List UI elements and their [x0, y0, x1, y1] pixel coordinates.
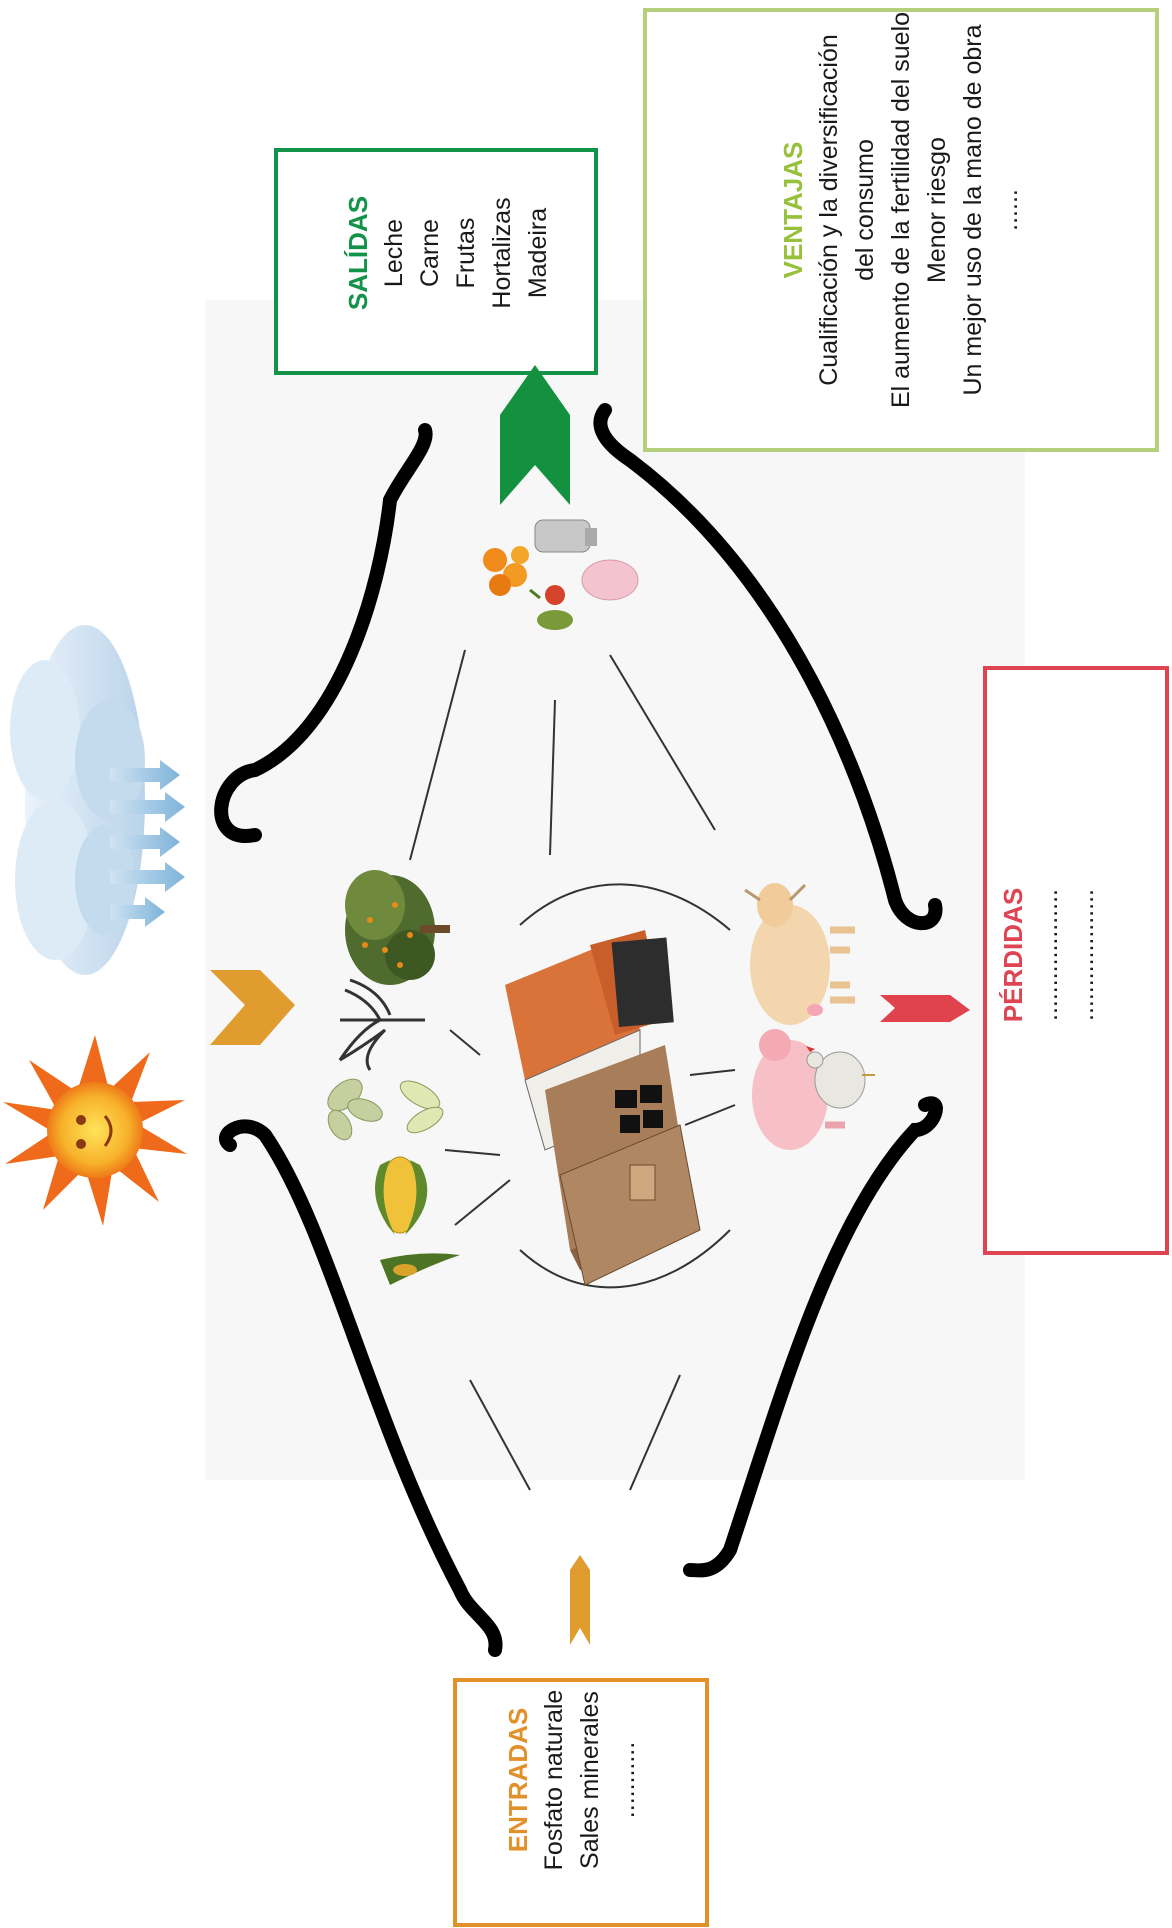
entradas-title: ENTRADAS	[503, 1707, 533, 1853]
entradas-item: ...........	[612, 1741, 640, 1819]
ventajas-item: Un mejor uso de la mano de obra	[959, 24, 987, 396]
background-panel	[205, 300, 1025, 1480]
ventajas-text: VENTAJAS Cualificación y la diversificac…	[775, 0, 1025, 430]
arrow-line-7	[444, 1149, 501, 1156]
arrow-line-1	[409, 649, 466, 861]
arrow-line-2	[549, 699, 556, 856]
oranges-icon	[483, 546, 529, 596]
arrow-line-6	[449, 1029, 481, 1056]
cloud-icon	[10, 625, 185, 975]
arrow-line-9	[689, 1069, 736, 1076]
cycle-curves	[214, 403, 943, 1657]
curve-bottom-left	[219, 1119, 503, 1657]
perdidas-item: ...................	[1071, 889, 1099, 1021]
perdidas-text: PÉRDIDAS ................... ...........…	[995, 855, 1105, 1055]
entradas-box	[453, 1678, 709, 1927]
arc-top	[519, 883, 731, 931]
perdidas-box	[983, 666, 1169, 1255]
entradas-arrow-icon	[210, 970, 295, 1045]
entradas-item: Sales minerales	[576, 1691, 604, 1869]
leaves-icon	[327, 1078, 444, 1141]
orange-tree-icon	[345, 870, 450, 985]
arrow-line-8	[454, 1179, 511, 1226]
milk-can-icon	[534, 519, 597, 553]
vegetables-icon	[529, 585, 573, 630]
salidas-item: Leche	[380, 218, 408, 288]
salidas-arrow-icon	[500, 365, 570, 505]
arrow-line-3	[609, 654, 716, 831]
corn-icon	[375, 1156, 460, 1285]
ventajas-title: VENTAJAS	[778, 141, 808, 279]
curve-bottom-right	[683, 1096, 943, 1578]
ventajas-item: Cualificación y la diversificación del c…	[815, 34, 879, 386]
cow-icon	[744, 883, 855, 1025]
salidas-box	[274, 148, 598, 375]
hen-icon	[806, 1046, 875, 1109]
meat-icon	[581, 559, 639, 601]
salidas-item: Madeira	[524, 207, 552, 299]
salidas-title: SALÍDAS	[343, 195, 373, 311]
ventajas-item: Menor riesgo	[923, 137, 951, 283]
arrow-line-5	[629, 1374, 681, 1491]
salidas-item: Frutas	[452, 217, 480, 289]
salidas-item: Hortalizas	[488, 197, 516, 309]
perdidas-title: PÉRDIDAS	[998, 887, 1028, 1023]
salidas-item: Carne	[416, 218, 444, 288]
ventajas-box	[643, 8, 1159, 452]
arrow-line-4	[469, 1379, 531, 1491]
entradas-item: Fosfato naturale	[540, 1689, 568, 1871]
ventajas-item: El aumento de la fertilidad del suelo	[887, 11, 915, 409]
perdidas-arrow-icon	[880, 995, 970, 1022]
sun-icon	[3, 1035, 187, 1226]
curve-top-right	[593, 403, 943, 931]
entradas-small-arrow-icon	[570, 1555, 590, 1645]
arc-bottom	[519, 1229, 731, 1289]
entradas-text: ENTRADAS Fosfato naturale Sales minerale…	[500, 1675, 650, 1885]
perdidas-item: ...................	[1035, 889, 1063, 1021]
palm-icon	[338, 978, 425, 1071]
ventajas-item: ......	[995, 189, 1023, 231]
flow-arrows	[409, 649, 736, 1491]
farmhouse-icon	[505, 930, 701, 1286]
salidas-text: SALÍDAS Leche Carne Frutas Hortalizas Ma…	[340, 153, 552, 353]
arrow-line-10	[684, 1104, 736, 1126]
curve-top-left	[214, 423, 433, 843]
